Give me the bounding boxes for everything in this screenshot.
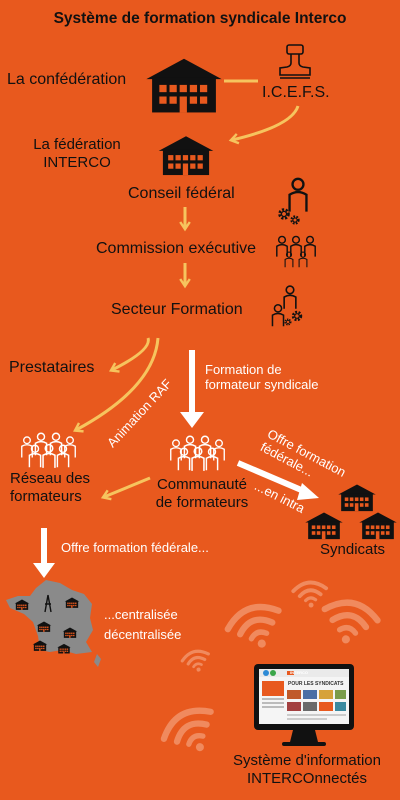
node-systeme-line1: Système d'information (233, 752, 381, 769)
arrow-communaute-syndicats-shaft (236, 460, 308, 495)
crowd-icon (21, 432, 76, 469)
federation-building-icon (158, 136, 214, 176)
edge-label-offre-federale-left: Offre formation fédérale... (61, 540, 209, 555)
wifi-icon (319, 598, 380, 649)
arrow-secteur-communaute-head (180, 412, 204, 428)
people-gears-icon (276, 177, 316, 268)
node-communaute-line2: de formateurs (155, 493, 249, 511)
arrow-communaute-syndicats-head (297, 483, 319, 500)
node-conseil-federal: Conseil fédéral (128, 185, 235, 202)
node-reseau-line2: formateurs (10, 487, 82, 505)
node-communaute-formateurs: Communauté de formateurs (140, 476, 264, 511)
syndicat-building-icon (305, 512, 343, 540)
node-reseau-line1: Réseau des (10, 470, 91, 487)
node-commission-executive: Commission exécutive (96, 240, 257, 257)
node-confederation: La confédération (7, 71, 127, 88)
node-secteur-formation: Secteur Formation (111, 301, 243, 318)
edge-label-formation-line1: Formation de (205, 362, 282, 377)
node-systeme-line2: INTERCOnnectés (246, 769, 368, 787)
page-title: Système de formation syndicale Interco (53, 10, 347, 27)
confederation-building-icon (146, 58, 222, 113)
edge-label-formation-line2: formateur syndicale (205, 377, 319, 393)
arrow-secteur-reseau (73, 337, 160, 433)
node-systeme-information: Système d'information INTERCOnnectés (212, 752, 400, 787)
node-federation: La fédération INTERCO (13, 136, 141, 171)
syndicat-building-icon (359, 512, 397, 540)
label-centralisee: ...centralisée (104, 607, 178, 622)
node-prestataires: Prestataires (9, 359, 95, 376)
label-decentralisee: décentralisée (104, 627, 182, 642)
formation-team-icon (271, 285, 303, 327)
node-syndicats: Syndicats (320, 541, 386, 558)
node-reseau-formateurs: Réseau des formateurs (10, 470, 90, 505)
arrow-secteur-prestataires (108, 337, 150, 373)
node-icefs: I.C.E.F.S. (262, 84, 330, 101)
crowd-icon (170, 435, 225, 472)
monitor-icon (254, 664, 354, 746)
arrow-reseau-france-head (33, 563, 55, 578)
monitor-badge: INTERCO (290, 670, 308, 675)
stamp-icon (279, 44, 311, 79)
node-federation-line1: La fédération (33, 136, 121, 153)
wifi-icon (290, 579, 330, 611)
wifi-icon (224, 600, 289, 657)
syndicat-building-icon (338, 484, 376, 512)
node-federation-line2: INTERCO (43, 153, 111, 171)
arrow-icefs-federation (228, 105, 300, 145)
arrow-communaute-reseau (100, 476, 151, 501)
node-communaute-line1: Communauté (156, 476, 248, 493)
edge-label-formation-formateur: Formation de formateur syndicale (205, 362, 318, 393)
france-map-icon (6, 580, 101, 667)
monitor-heading: POUR LES SYNDICATS (288, 681, 344, 687)
wifi-icon (179, 646, 214, 677)
